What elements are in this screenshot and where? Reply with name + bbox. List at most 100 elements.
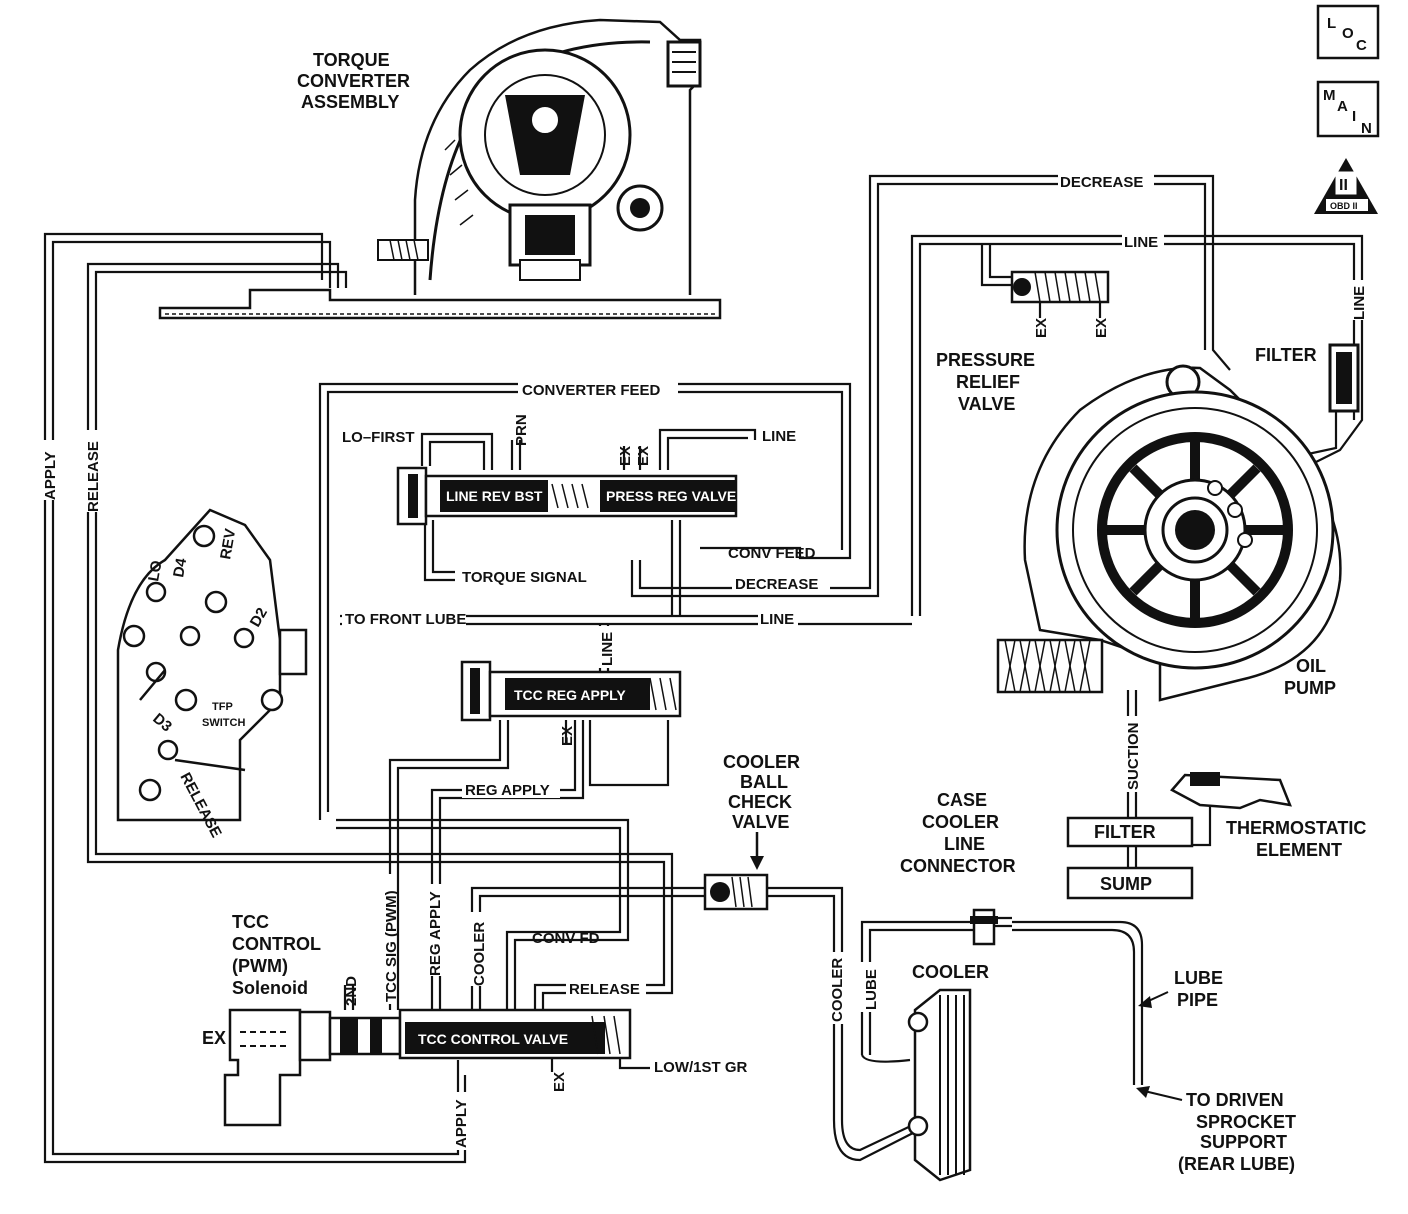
torque-converter-label-1: TORQUE [313, 50, 390, 70]
tfp-d4-label: D4 [170, 556, 190, 578]
to-front-lube-label: TO FRONT LUBE [345, 611, 466, 628]
torque-converter-label-2: CONVERTER [297, 71, 410, 91]
cooler-unit-label: COOLER [912, 962, 989, 982]
torque-converter-assembly: TORQUE CONVERTER ASSEMBLY [158, 18, 722, 320]
conv-fd-label: CONV FD [532, 930, 600, 947]
solenoid-label-2: CONTROL [232, 934, 321, 954]
main-letter-i: I [1352, 108, 1356, 125]
converter-feed-label: CONVERTER FEED [522, 382, 661, 399]
main-letter-n: N [1361, 120, 1372, 137]
pressure-relief-label-2: RELIEF [956, 372, 1020, 392]
tcc-reg-apply-label: TCC REG APPLY [514, 687, 626, 703]
ex-solenoid-label: EX [202, 1028, 226, 1048]
low-1st-gr-label: LOW/1ST GR [654, 1059, 748, 1076]
filter-box-label: FILTER [1094, 822, 1156, 842]
loc-letter-c: C [1356, 37, 1367, 54]
thermostatic-element: THERMOSTATIC ELEMENT [1170, 772, 1366, 860]
decrease-top-label: DECREASE [1060, 174, 1143, 191]
thermostatic-label-2: ELEMENT [1256, 840, 1342, 860]
lube-pipe-label-1: LUBE [1174, 968, 1223, 988]
sprocket-label-2: SPROCKET [1196, 1112, 1296, 1132]
case-cooler-label-2: COOLER [922, 812, 999, 832]
filter-top-label: FILTER [1255, 345, 1317, 365]
pressure-relief-valve: PRESSURE RELIEF VALVE [936, 270, 1110, 414]
ex-ctrl-label: EX [551, 1072, 568, 1092]
ex1-label: EX [1033, 318, 1050, 338]
ex4-label: EX [635, 446, 652, 466]
loc-letter-o: O [1342, 25, 1354, 42]
tcc-control-valve: TCC CONTROL VALVE [398, 1008, 632, 1060]
cooler-ball-check-valve: COOLER BALL CHECK VALVE [703, 752, 800, 911]
obd-ii-badge[interactable]: II OBD II [1314, 158, 1378, 214]
torque-converter-label-3: ASSEMBLY [301, 92, 399, 112]
sprocket-label-3: SUPPORT [1200, 1132, 1287, 1152]
cooler: COOLER [907, 962, 989, 1182]
ex3-label: EX [617, 446, 634, 466]
prn-label: PRN [513, 414, 530, 446]
tcc-sig-label: TCC SIG (PWM) [383, 890, 400, 1002]
tcc-control-solenoid: TCC CONTROL (PWM) Solenoid [223, 912, 402, 1127]
obd-text: OBD II [1330, 201, 1358, 211]
release-left-label: RELEASE [85, 441, 102, 512]
line-rev-bst-label: LINE REV BST [446, 488, 543, 504]
conv-feed-label: CONV FEED [728, 545, 816, 562]
main-letter-m: M [1323, 87, 1336, 104]
ex-tcc-label: EX [559, 726, 576, 746]
line-low-label: LINE [760, 611, 794, 628]
obd-numeral: II [1339, 177, 1348, 194]
torque-signal-label: TORQUE SIGNAL [462, 569, 587, 586]
apply-bottom-label: APPLY [453, 1099, 470, 1148]
case-cooler-label-4: CONNECTOR [900, 856, 1016, 876]
sprocket-label-4: (REAR LUBE) [1178, 1154, 1295, 1174]
tfp-lo-label: LO [145, 559, 165, 583]
case-cooler-line-connector: CASE COOLER LINE CONNECTOR [900, 790, 1016, 946]
line-vert2-label: LINE [599, 632, 616, 666]
reg-apply-vert-label: REG APPLY [427, 891, 444, 976]
pressure-relief-label-3: VALVE [958, 394, 1015, 414]
tfp-switch: LO D4 REV D2 D3 TFP SWITCH [116, 508, 308, 822]
cooler-vert2-label: COOLER [471, 922, 488, 986]
line-top-label: LINE [1124, 234, 1158, 251]
cooler-ball-label-1: COOLER [723, 752, 800, 772]
case-cooler-label-3: LINE [944, 834, 985, 854]
apply-left-label: APPLY [42, 451, 59, 500]
solenoid-label-3: (PWM) [232, 956, 288, 976]
release-mid-label: RELEASE [569, 981, 640, 998]
lo-first-label: LO–FIRST [342, 429, 415, 446]
main-letter-a: A [1337, 98, 1348, 115]
main-badge[interactable]: M A I N [1316, 80, 1380, 138]
line-rev-pressure-reg-valve: LINE REV BST PRESS REG VALVE [396, 466, 738, 526]
tfp-rev-label: REV [217, 527, 239, 560]
pressure-relief-label-1: PRESSURE [936, 350, 1035, 370]
loc-letter-l: L [1327, 15, 1336, 32]
oil-pump-label-1: OIL [1296, 656, 1326, 676]
loc-badge[interactable]: L O C [1316, 4, 1380, 60]
lube-pipe-area: LUBE PIPE TO DRIVEN SPROCKET SUPPORT (RE… [1136, 968, 1296, 1174]
tcc-control-valve-label: TCC CONTROL VALVE [418, 1031, 568, 1047]
solenoid-label-1: TCC [232, 912, 269, 932]
cooler-ball-label-2: BALL [740, 772, 788, 792]
press-reg-valve-label: PRESS REG VALVE [606, 488, 736, 504]
sprocket-label-1: TO DRIVEN [1186, 1090, 1284, 1110]
filter-sump: FILTER SUMP [1066, 816, 1194, 900]
cooler-ball-label-4: VALVE [732, 812, 789, 832]
ex2-label: EX [1093, 318, 1110, 338]
suction-label: SUCTION [1125, 723, 1142, 791]
cooler-ball-label-3: CHECK [728, 792, 792, 812]
case-cooler-label-1: CASE [937, 790, 987, 810]
line-vertical-label: LINE [1351, 286, 1368, 320]
lube-vert-label: LUBE [863, 969, 880, 1010]
decrease-mid-label: DECREASE [735, 576, 818, 593]
cooler-vert-label: COOLER [829, 958, 846, 1022]
reg-apply-label: REG APPLY [465, 782, 550, 799]
inline-filter [1328, 343, 1360, 413]
line-mid-label: LINE [762, 428, 796, 445]
sump-box-label: SUMP [1100, 874, 1152, 894]
tcc-reg-apply-valve: TCC REG APPLY [460, 660, 682, 722]
lube-pipe-label-2: PIPE [1177, 990, 1218, 1010]
thermostatic-label-1: THERMOSTATIC [1226, 818, 1366, 838]
oil-pump: OIL PUMP [996, 364, 1342, 702]
tfp-switch-label-2: SWITCH [202, 717, 245, 729]
second-gear-label: 2ND [343, 976, 360, 1006]
